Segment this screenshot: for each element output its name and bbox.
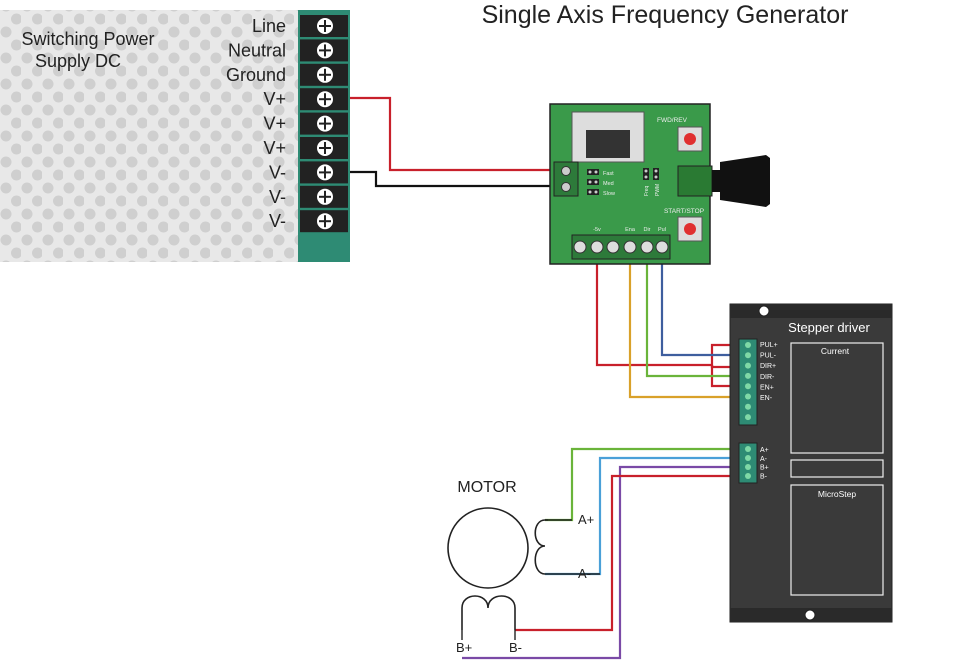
motor-a-minus-label: A- (578, 566, 591, 581)
driver-motor-pin-label: A- (760, 456, 768, 463)
green-wire-a-plus (545, 447, 730, 522)
frequency-generator-board: FWD/REV START/STOP Fast Med Slow Fr (549, 103, 770, 265)
terminal-screw-icon (640, 240, 654, 254)
red-wire-vplus (350, 96, 552, 172)
driver-signal-pin-label: DIR- (760, 374, 775, 381)
terminal-screw-icon (655, 240, 669, 254)
red-wire-5v-dir (710, 365, 730, 369)
red-wire-b-minus (515, 474, 730, 632)
driver-signal-pin-label: DIR+ (760, 363, 776, 370)
terminal-label: V- (269, 187, 286, 207)
speed-fast-label: Fast (603, 171, 614, 177)
driver-signal-pin-label: EN- (760, 395, 773, 402)
pin-icon (745, 362, 751, 369)
terminal-label: V+ (263, 89, 286, 109)
driver-motor-pin-label: A+ (760, 447, 769, 454)
terminal-label: V- (269, 162, 286, 182)
microstep-label: MicroStep (818, 489, 857, 499)
green-wire-dir (645, 262, 730, 378)
orange-wire-ena (628, 262, 730, 399)
driver-title: Stepper driver (788, 320, 870, 335)
speed-slow-label: Slow (603, 191, 615, 197)
middle-panel (790, 459, 884, 478)
terminal-label: Ground (226, 65, 286, 85)
signal-terminal-screws (573, 240, 669, 254)
mount-hole-top (758, 305, 770, 317)
pwm-label: PWM (655, 184, 661, 196)
current-panel (790, 342, 884, 454)
pin-icon (745, 383, 751, 390)
speed-med-label: Med (603, 181, 614, 187)
motor-a-plus-label: A+ (578, 512, 594, 527)
pin-icon (745, 352, 751, 359)
potentiometer-base (677, 165, 713, 197)
potentiometer-knob[interactable] (720, 155, 770, 207)
pin-icon (745, 464, 751, 470)
blue-wire-pul (660, 262, 730, 357)
driver-motor-pin-label: B- (760, 473, 768, 480)
wires (350, 96, 730, 660)
terminal-screw-icon (623, 240, 637, 254)
red-wire-5v-en (710, 365, 730, 388)
motor-label: MOTOR (457, 479, 516, 496)
red-wire-5v (595, 262, 730, 367)
terminal-screw-icon (590, 240, 604, 254)
terminal-label: V- (269, 211, 286, 231)
pin-icon (745, 372, 751, 379)
mount-hole-bottom (804, 609, 816, 621)
pin-label-5v: -5v (593, 227, 601, 233)
driver-signal-pin-label: PUL- (760, 353, 777, 360)
coil-b-icon (461, 595, 516, 630)
pin-icon (745, 414, 751, 421)
motor-rotor-icon (447, 507, 529, 589)
pin-label-ena: Ena (625, 227, 636, 233)
stepper-driver: Stepper driver PUL+ PUL- DIR+ DIR- EN+ EN- A+… (729, 303, 893, 623)
purple-wire-b-plus (462, 465, 730, 660)
driver-motor-pin-label: B+ (760, 465, 769, 472)
mode-jumper[interactable] (643, 168, 659, 180)
pin-icon (745, 403, 751, 410)
terminal-screw-icon (573, 240, 587, 254)
microstep-panel (790, 484, 884, 596)
pin-label-pul: Pul (658, 227, 666, 233)
driver-signal-pin-label: PUL+ (760, 342, 778, 349)
pin-icon (745, 342, 751, 348)
diagram-title: Single Axis Frequency Generator (482, 1, 849, 29)
start-stop-label: START/STOP (664, 208, 704, 215)
current-label: Current (821, 346, 850, 356)
terminal-label: V+ (263, 114, 286, 134)
pin-icon (745, 393, 751, 400)
terminal-screw-icon (606, 240, 620, 254)
driver-motor-terminal (738, 442, 758, 484)
driver-signal-pin-label: EN+ (760, 384, 774, 391)
coil-a-icon (534, 519, 548, 575)
pin-icon (745, 455, 751, 461)
black-wire-vminus (350, 170, 552, 188)
terminal-label: V+ (263, 138, 286, 158)
power-supply-label-line2: Supply DC (35, 51, 121, 71)
terminal-label: Neutral (228, 40, 286, 60)
pin-icon (745, 473, 751, 479)
pin-label-dir: Dir (643, 227, 650, 233)
freq-label: Freq (644, 186, 650, 197)
motor-b-plus-label: B+ (456, 640, 472, 655)
pin-icon (745, 446, 751, 452)
motor-b-minus-label: B- (509, 640, 522, 655)
power-supply: Switching Power Supply DC LineNeutralGro… (0, 10, 350, 262)
driver-signal-terminal (738, 338, 758, 426)
terminal-label: Line (252, 16, 286, 36)
fwd-rev-label: FWD/REV (657, 117, 688, 124)
power-supply-label-line1: Switching Power (21, 29, 154, 49)
motor: MOTOR A+ A- B+ B- (447, 479, 600, 655)
signal-terminal (571, 234, 671, 260)
speed-jumper[interactable] (587, 169, 599, 195)
